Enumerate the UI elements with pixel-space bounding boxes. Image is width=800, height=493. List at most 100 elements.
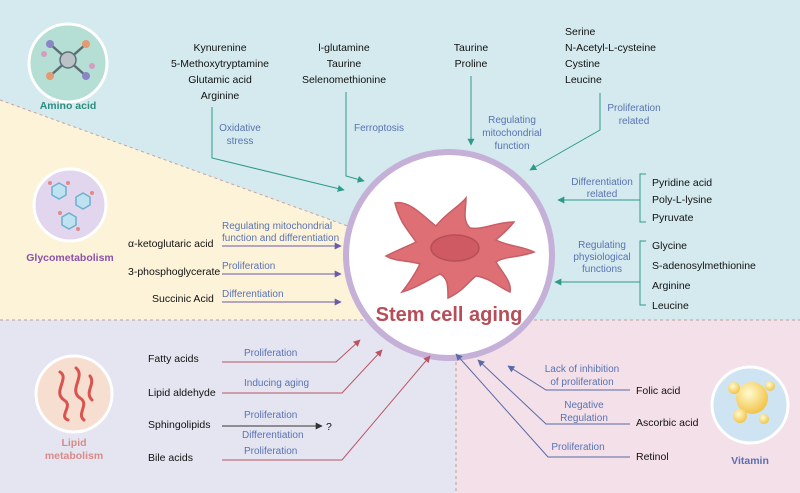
glycometabolism-label: Glycometabolism (26, 252, 114, 264)
metabolite-label: Cystine (565, 58, 600, 70)
metabolite-label: Selenomethionine (302, 74, 386, 86)
metabolite-label: Glutamic acid (188, 74, 252, 86)
vitamin-row: Folic acid Lack of inhibition of prolife… (507, 364, 681, 397)
lipid-metabolism-label-line1: Lipid (61, 437, 86, 449)
lipid-metabolism-badge: Lipid metabolism (34, 354, 114, 462)
vitamin-badge: Vitamin (710, 365, 790, 467)
effect-label: Proliferation (551, 442, 604, 453)
arrow (222, 339, 361, 363)
effect-label: related (619, 116, 650, 127)
effect-label: stress (227, 136, 254, 147)
effect-label: functions (582, 264, 622, 275)
amino-group-5: Pyridine acid Poly-L-lysine Pyruvate Dif… (557, 173, 712, 224)
amino-group-2: l-glutamine Taurine Selenomethionine Fer… (302, 42, 404, 183)
effect-label: Negative (564, 400, 604, 411)
effect-label: Inducing aging (244, 378, 309, 389)
region-divider-glyco (0, 99, 401, 246)
vitamin-row: Retinol Proliferation (455, 353, 669, 463)
glycometabolism-region (0, 100, 400, 320)
metabolite-label: Taurine (327, 58, 362, 70)
amino-group-4: Serine N-Acetyl-L-cysteine Cystine Leuci… (529, 26, 661, 171)
arrow (529, 93, 601, 171)
effect-label: Regulating (578, 240, 626, 251)
effect-label: Proliferation (222, 261, 275, 272)
effect-label: mitochondrial (482, 128, 541, 139)
arrow (477, 359, 630, 425)
metabolite-label: Lipid aldehyde (148, 387, 216, 399)
metabolite-label: Folic acid (636, 385, 681, 397)
stem-cell-nucleus (430, 234, 480, 262)
effect-label: Regulating (488, 115, 536, 126)
arrow (455, 353, 630, 458)
amino-acid-label: Amino acid (40, 100, 97, 112)
metabolite-label: Retinol (636, 451, 669, 463)
metabolite-label: α-ketoglutaric acid (128, 238, 214, 250)
metabolite-label: 5-Methoxytryptamine (171, 58, 269, 70)
effect-label: function (494, 141, 529, 152)
metabolite-label: Serine (565, 26, 596, 38)
metabolite-label: Sphingolipids (148, 419, 210, 431)
outcome-label: ? (326, 421, 332, 433)
effect-label: Oxidative (219, 123, 261, 134)
metabolite-label: N-Acetyl-L-cysteine (565, 42, 656, 54)
arrow (211, 107, 345, 192)
effect-label: Proliferation (244, 446, 297, 457)
glyco-row: α-ketoglutaric acid Regulating mitochond… (128, 221, 342, 250)
arrow (345, 92, 365, 183)
metabolite-label: Arginine (201, 90, 240, 102)
metabolite-label: Succinic Acid (152, 293, 214, 305)
bracket (639, 240, 646, 306)
lipid-droplet-icon (58, 366, 94, 422)
effect-label: Regulation (560, 413, 608, 424)
bubbles-icon (728, 381, 775, 424)
metabolite-label: Pyruvate (652, 212, 694, 224)
effect-label: Proliferation (244, 410, 297, 421)
metabolite-label: Arginine (652, 280, 691, 292)
arrow (222, 349, 383, 394)
amino-group-3: Taurine Proline Regulating mitochondrial… (454, 42, 542, 152)
lipid-row: Bile acids Proliferation (148, 355, 431, 464)
metabolite-label: Glycine (652, 240, 687, 252)
amino-group-1: Kynurenine 5-Methoxytryptamine Glutamic … (171, 42, 345, 192)
metabolite-label: Proline (455, 58, 488, 70)
amino-group-6: Glycine S-adenosylmethionine Arginine Le… (554, 240, 756, 312)
glyco-row: Succinic Acid Differentiation (152, 289, 342, 306)
metabolite-label: Taurine (454, 42, 489, 54)
center-title: Stem cell aging (376, 304, 523, 326)
hexagon-molecules-icon (51, 182, 91, 230)
amino-acid-badge: Amino acid (27, 22, 109, 112)
metabolite-label: Ascorbic acid (636, 417, 699, 429)
effect-label: physiological (573, 252, 630, 263)
effect-label: Ferroptosis (354, 123, 404, 134)
stem-cell: Stem cell aging (343, 149, 555, 361)
metabolite-label: Leucine (565, 74, 602, 86)
metabolite-label: Pyridine acid (652, 177, 712, 189)
bracket (639, 173, 646, 223)
effect-label: Lack of inhibition (545, 364, 620, 375)
metabolite-label: S-adenosylmethionine (652, 260, 756, 272)
lipid-row: Lipid aldehyde Inducing aging (148, 349, 383, 399)
glyco-row: 3-phosphoglycerate Proliferation (128, 261, 342, 278)
effect-label: Proliferation (607, 103, 660, 114)
effect-label: Proliferation (244, 348, 297, 359)
vitamin-label: Vitamin (731, 455, 769, 467)
metabolite-label: Bile acids (148, 452, 193, 464)
effect-label: Differentiation (222, 289, 284, 300)
lipid-row: Sphingolipids Proliferation Differentiat… (148, 410, 332, 441)
lipid-metabolism-label-line2: metabolism (45, 450, 103, 462)
effect-label: related (587, 189, 618, 200)
metabolite-label: Leucine (652, 300, 689, 312)
metabolite-label: 3-phosphoglycerate (128, 266, 220, 278)
metabolite-label: Fatty acids (148, 353, 199, 365)
vitamin-row: Ascorbic acid Negative Regulation (477, 359, 699, 429)
metabolite-label: l-glutamine (318, 42, 370, 54)
metabolite-label: Poly-L-lysine (652, 194, 712, 206)
effect-label: Differentiation (242, 430, 304, 441)
effect-label: Regulating mitochondrial (222, 221, 332, 232)
effect-label: function and differentiation (222, 233, 339, 244)
effect-label: of proliferation (550, 377, 613, 388)
arrow (222, 355, 431, 461)
lipid-row: Fatty acids Proliferation (148, 339, 361, 365)
